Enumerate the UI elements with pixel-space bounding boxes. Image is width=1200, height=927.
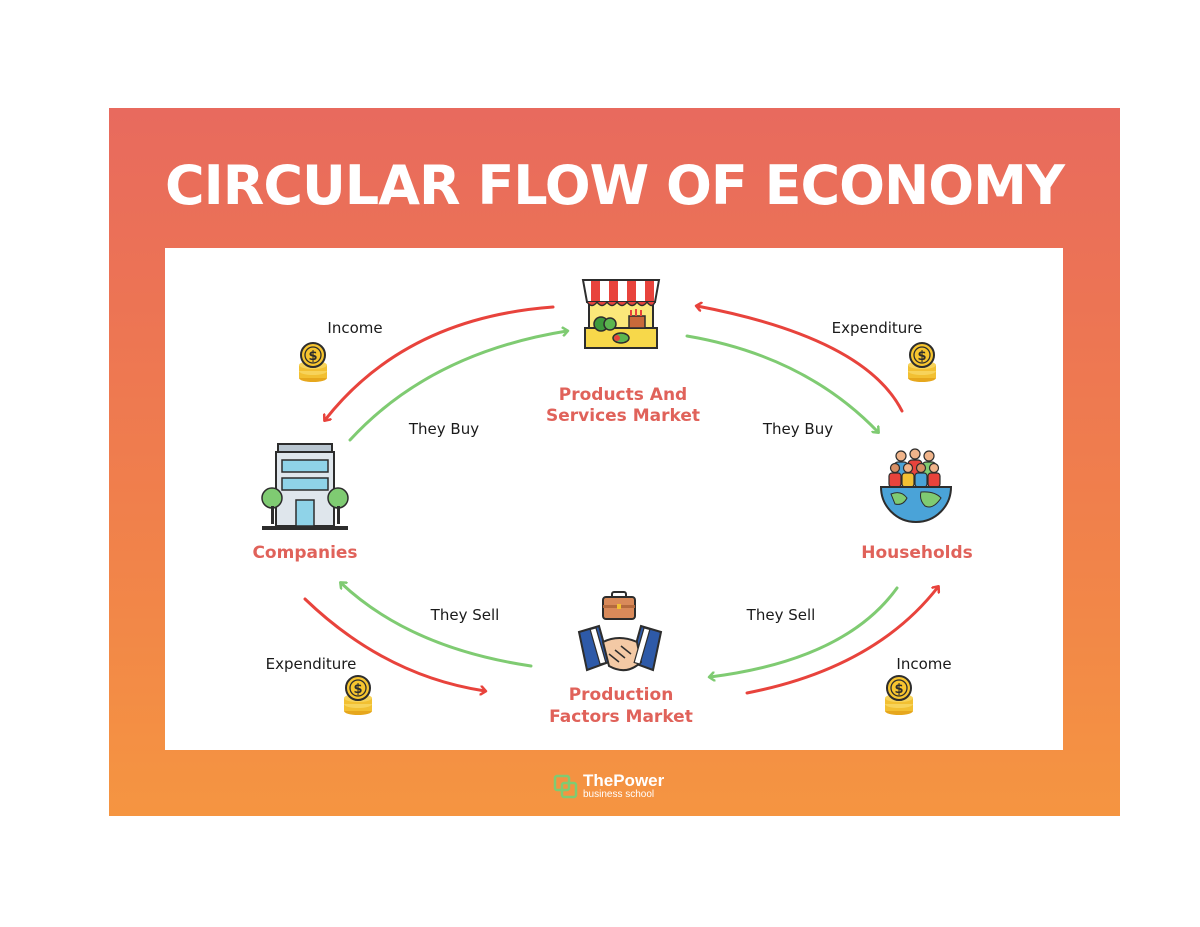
arrow-they-sell-right xyxy=(710,586,899,677)
circular-flow-diagram: $ xyxy=(252,279,973,727)
expenditure-bottom-label: Expenditure xyxy=(266,655,357,673)
market-stall-icon xyxy=(581,279,661,349)
briefcase-icon xyxy=(602,591,636,620)
products-market-label-2: Services Market xyxy=(546,406,700,426)
brand-subtitle: business school xyxy=(583,789,655,800)
companies-label: Companies xyxy=(252,543,357,563)
they-sell-right-label: They Sell xyxy=(746,606,816,624)
expenditure-top-label: Expenditure xyxy=(832,319,923,337)
factors-market-label-2: Factors Market xyxy=(549,707,693,727)
people-globe-icon xyxy=(879,448,953,523)
households-label: Households xyxy=(861,543,973,563)
coin-stack-icon xyxy=(907,342,937,383)
brand-logo: ThePower business school xyxy=(553,772,683,802)
arrow-they-buy-right xyxy=(685,334,878,432)
coin-stack-icon xyxy=(343,675,373,716)
income-top-label: Income xyxy=(327,319,382,337)
they-buy-right-label: They Buy xyxy=(762,420,833,438)
page-title: CIRCULAR FLOW OF ECONOMY xyxy=(165,154,1065,217)
they-sell-left-label: They Sell xyxy=(430,606,500,624)
arrow-income-top xyxy=(325,305,555,420)
they-buy-left-label: They Buy xyxy=(408,420,479,438)
arrow-they-buy-left xyxy=(348,331,567,442)
arrow-they-sell-left xyxy=(341,583,533,668)
arrow-expenditure-top xyxy=(697,306,904,413)
factors-market-label-1: Production xyxy=(569,685,674,705)
handshake-icon xyxy=(577,624,663,672)
poster: CIRCULAR FLOW OF ECONOMY $ xyxy=(109,108,1120,816)
office-building-icon xyxy=(261,443,349,530)
brand-mark-icon xyxy=(553,774,578,799)
arrow-income-bottom xyxy=(745,587,938,695)
arrow-expenditure-bottom xyxy=(303,597,485,691)
coin-stack-icon xyxy=(298,342,328,383)
income-bottom-label: Income xyxy=(896,655,951,673)
coin-stack-icon xyxy=(884,675,914,716)
products-market-label-1: Products And xyxy=(559,385,687,405)
diagram-panel: $ xyxy=(165,248,1063,750)
brand-name: ThePower xyxy=(583,771,665,790)
